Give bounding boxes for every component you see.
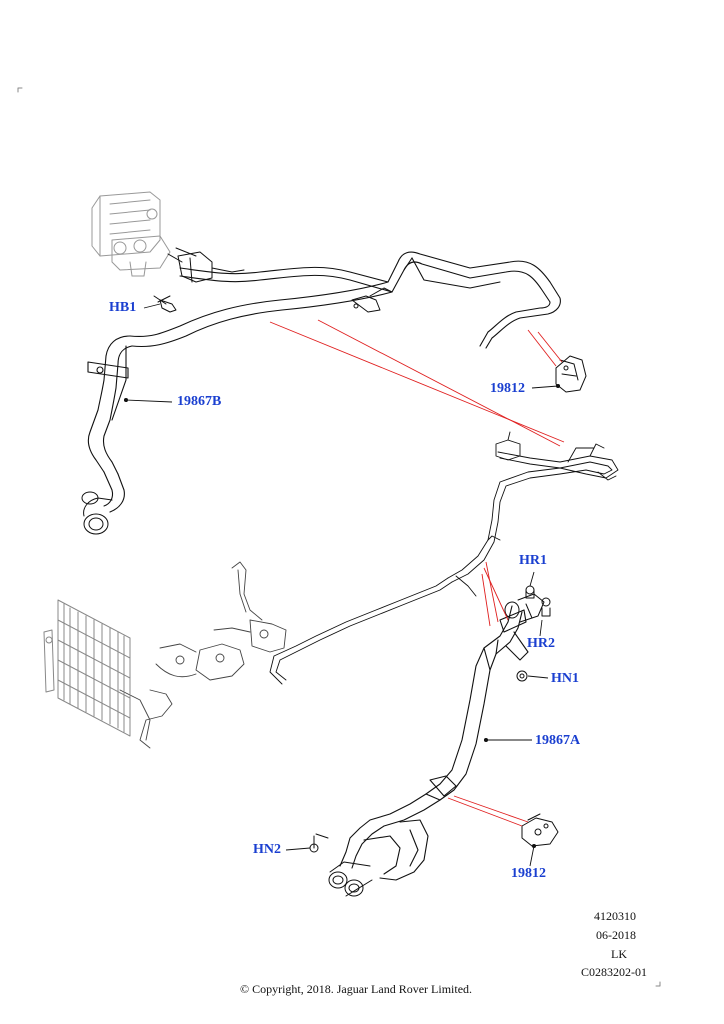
callout-19812-bottom[interactable]: 19812 bbox=[511, 866, 546, 881]
pipe-19867b bbox=[87, 251, 561, 513]
callout-hr2[interactable]: HR2 bbox=[527, 636, 555, 651]
callout-19867a[interactable]: 19867A bbox=[535, 733, 581, 748]
pipe-end-fitting-19867b bbox=[81, 491, 113, 535]
leader-red-2 bbox=[317, 319, 561, 447]
bolt-hb1 bbox=[153, 295, 177, 313]
callout-hn1[interactable]: HN1 bbox=[551, 671, 579, 686]
corner-mark-bottom-right bbox=[655, 981, 661, 987]
leader-red-6 bbox=[485, 561, 499, 623]
leader-hb1 bbox=[143, 303, 161, 309]
mid-clip bbox=[351, 287, 393, 313]
corner-mark-top-left bbox=[17, 87, 23, 93]
fitting-hr-area bbox=[504, 593, 545, 623]
thin-pipe-run bbox=[269, 431, 619, 685]
condenser bbox=[43, 599, 131, 737]
copyright-notice: © Copyright, 2018. Jaguar Land Rover Lim… bbox=[239, 982, 473, 996]
illustration-reference: C0283202-01 bbox=[581, 965, 647, 979]
clamp-hb1-area bbox=[167, 247, 245, 283]
illustration-date: 06-2018 bbox=[596, 928, 636, 942]
leader-red-8 bbox=[447, 797, 523, 827]
leader-hn1 bbox=[527, 675, 549, 679]
pipe-19867a bbox=[339, 605, 529, 881]
callout-hr1[interactable]: HR1 bbox=[519, 553, 547, 568]
part-19812-bottom bbox=[521, 813, 559, 847]
leader-19867b bbox=[125, 399, 173, 403]
callout-19812-top[interactable]: 19812 bbox=[490, 381, 525, 396]
leader-red-9 bbox=[453, 795, 529, 823]
leader-red-7 bbox=[481, 573, 491, 627]
leader-hn2 bbox=[285, 847, 311, 851]
valve-block bbox=[91, 191, 171, 277]
leader-hr1 bbox=[529, 571, 535, 587]
illustration-number: 4120310 bbox=[594, 909, 636, 923]
nut-hn2 bbox=[309, 833, 329, 853]
leader-red-3 bbox=[537, 331, 563, 363]
leader-red-1 bbox=[269, 321, 565, 443]
black-leaders bbox=[123, 303, 561, 867]
manifold-center bbox=[119, 561, 287, 749]
pipe-end-fittings-19867a bbox=[328, 861, 373, 897]
leader-hr2 bbox=[539, 619, 543, 637]
leader-red-5 bbox=[483, 567, 509, 621]
leader-red-4 bbox=[527, 329, 557, 367]
nut-hn1 bbox=[516, 670, 528, 682]
callout-hn2[interactable]: HN2 bbox=[253, 842, 281, 857]
leader-19812-bottom bbox=[529, 845, 535, 867]
leader-19812-top bbox=[531, 385, 559, 389]
bolt-hr2 bbox=[541, 597, 551, 617]
red-leaders bbox=[269, 319, 565, 827]
callout-19867b[interactable]: 19867B bbox=[177, 394, 222, 409]
illustration-market-code: LK bbox=[611, 947, 627, 961]
part-19812-top bbox=[555, 355, 587, 393]
callout-hb1[interactable]: HB1 bbox=[109, 300, 137, 315]
